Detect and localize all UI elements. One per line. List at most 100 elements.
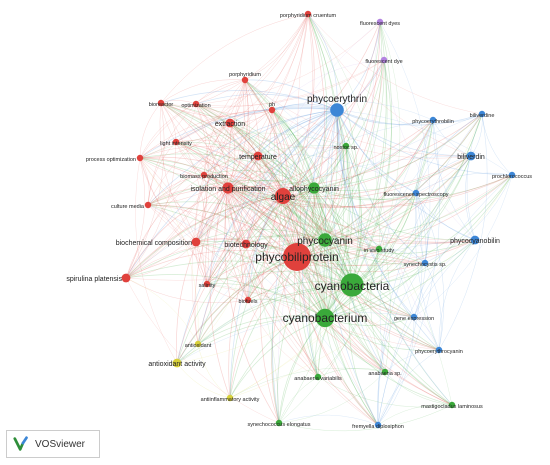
node-label-fluorescent_dye[interactable]: fluorescent dye [365,59,402,65]
node-label-fluorescent_dyes[interactable]: fluorescent dyes [360,21,400,27]
node-anabaena_sp[interactable] [381,368,389,376]
node-fremyella[interactable] [374,421,382,429]
node-label-anabaena_variabilis[interactable]: anabaena variabilis [294,376,342,382]
node-phycoerythrocyanin[interactable] [435,346,443,354]
node-anabaena_variabilis[interactable] [314,373,322,381]
node-label-phycoerythrin[interactable]: phycoerythrin [307,94,367,105]
node-label-biochemical[interactable]: biochemical composition [116,240,192,247]
node-label-phycoerythrobilin[interactable]: phycoerythrobilin [412,119,454,125]
node-synechocystis[interactable] [421,259,429,267]
node-spirulina[interactable] [121,273,131,283]
node-label-synechocystis[interactable]: synechocystis sp. [403,262,447,268]
node-biomass_production[interactable] [200,171,208,179]
node-biliverdine[interactable] [478,110,486,118]
node-label-phycobiliprotein[interactable]: phycobiliprotein [255,250,338,264]
node-antioxidant[interactable] [194,340,202,348]
node-label-in_vivo[interactable]: in vivo study [364,248,395,254]
node-label-algae[interactable]: algae [271,192,296,203]
network-edge [147,204,208,285]
node-culture_media[interactable] [144,201,152,209]
node-label-phycocyanobilin[interactable]: phycocyanobilin [450,238,500,245]
node-label-porphyridium[interactable]: porphyridium [229,72,261,78]
node-optimization[interactable] [192,100,200,108]
node-label-salinity[interactable]: salinity [199,283,216,289]
node-biochemical[interactable] [191,237,201,247]
node-gene_expression[interactable] [410,313,418,321]
node-label-cyanobacterium[interactable]: cyanobacterium [283,311,368,325]
node-label-process_optimization[interactable]: process optimization [86,157,136,163]
node-label-spirulina[interactable]: spirulina platensis [66,276,122,283]
node-label-gene_expression[interactable]: gene expression [394,316,434,322]
node-fluorescent_dyes[interactable] [376,18,384,26]
node-pH[interactable] [268,106,276,114]
node-cyanobacteria[interactable] [340,273,364,297]
node-porphyridium[interactable] [241,76,249,84]
node-label-optimization[interactable]: optimization [181,103,210,109]
node-prochlorococcus[interactable] [508,171,516,179]
node-fluorescent_dye[interactable] [380,56,388,64]
network-edge [377,262,426,426]
node-label-antioxidant[interactable]: antioxidant [185,343,212,349]
node-phycoerythrobilin[interactable] [429,116,437,124]
node-label-fremyella[interactable]: fremyella diplosiphon [352,424,404,430]
node-cyanobacterium[interactable] [315,308,335,328]
node-label-temperature[interactable]: temperature [239,154,277,161]
network-edge [377,113,483,426]
node-label-anabaena_sp[interactable]: anabaena sp. [368,371,402,377]
node-label-light_intensity[interactable]: light intensity [160,141,192,147]
node-label-allophycocyanin[interactable]: allophycocyanin [289,186,339,193]
node-nostoc[interactable] [342,142,350,150]
node-porphyridium_cruentum[interactable] [304,10,312,18]
node-phycocyanin[interactable] [318,233,332,247]
node-label-biliverdin[interactable]: biliverdin [457,154,485,161]
node-label-prochlorococcus[interactable]: prochlorococcus [492,174,532,180]
node-label-phycoerythrocyanin[interactable]: phycoerythrocyanin [415,349,463,355]
node-label-cyanobacteria[interactable]: cyanobacteria [315,279,390,293]
node-phycobiliprotein[interactable] [283,243,311,271]
node-phycocyanobilin[interactable] [470,235,480,245]
node-label-porphyridium_cruentum[interactable]: porphyridium cruentum [280,13,337,19]
node-label-mastigocladus[interactable]: mastigocladus laminosus [421,404,483,410]
node-label-biliverdine[interactable]: biliverdine [470,113,495,119]
node-biofuels[interactable] [244,296,252,304]
network-edge [195,13,309,105]
node-label-biomass_production[interactable]: biomass production [180,174,228,180]
node-label-biotechnology[interactable]: biotechnology [224,242,268,249]
node-bioreactor[interactable] [157,99,165,107]
network-edge [147,79,246,206]
network-edge [336,109,513,176]
node-allophycocyanin[interactable] [308,182,320,194]
network-edge [324,316,415,326]
node-label-biofuels[interactable]: biofuels [239,299,258,305]
node-extraction[interactable] [225,118,235,128]
node-label-phycocyanin[interactable]: phycocyanin [297,236,353,247]
node-antiinflammatory[interactable] [226,394,234,402]
node-antioxidant_activity[interactable] [172,358,182,368]
node-label-isolation[interactable]: isolation and purification [190,186,265,193]
node-isolation[interactable] [222,182,234,194]
node-algae[interactable] [275,188,291,204]
node-light_intensity[interactable] [172,138,180,146]
node-mastigocladus[interactable] [448,401,456,409]
node-label-synechococcus[interactable]: synechococcus elongatus [248,422,311,428]
network-edge [195,174,207,243]
node-process_optimization[interactable] [136,154,144,162]
node-synechococcus[interactable] [275,419,283,427]
node-biotechnology[interactable] [241,239,251,249]
node-label-bioreactor[interactable]: bioreactor [149,102,174,108]
node-in_vivo[interactable] [375,245,383,253]
node-label-antiinflammatory[interactable]: antiinflammatory activity [201,397,260,403]
network-edge [139,153,315,189]
node-fluorescence_spectroscopy[interactable] [412,189,420,197]
node-salinity[interactable] [203,280,211,288]
node-label-antioxidant_activity[interactable]: antioxidant activity [148,361,206,368]
node-biliverdin[interactable] [466,151,476,161]
node-label-extraction[interactable]: extraction [215,121,245,128]
node-label-culture_media[interactable]: culture media [111,204,145,210]
node-phycoerythrin[interactable] [330,103,344,117]
node-label-pH[interactable]: ph [269,102,275,108]
node-label-nostoc[interactable]: nostoc sp. [333,145,359,151]
network-edge [336,109,453,406]
node-temperature[interactable] [253,151,263,161]
node-label-fluorescence_spectroscopy[interactable]: fluorescence spectroscopy [383,192,448,198]
